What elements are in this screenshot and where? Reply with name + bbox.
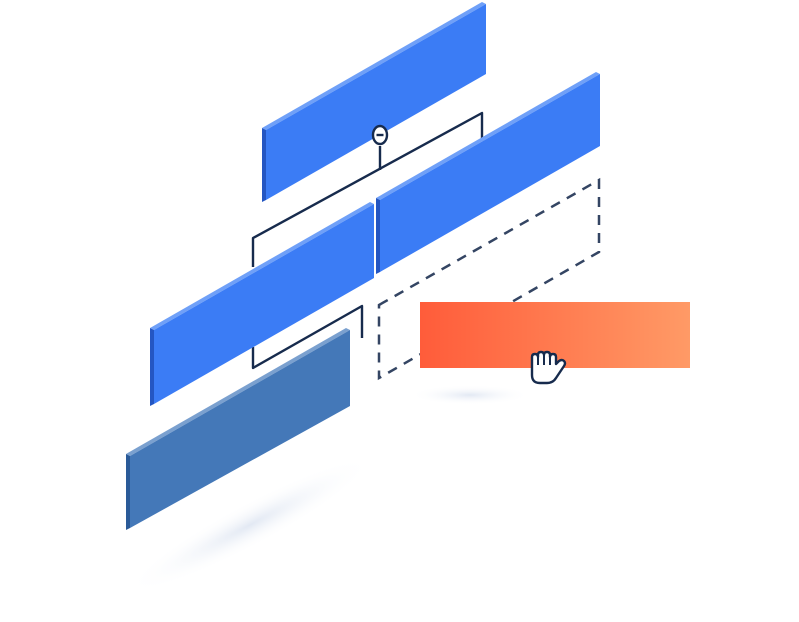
child-block-left	[150, 202, 374, 406]
child-block-right	[376, 72, 600, 274]
root-block	[262, 2, 486, 202]
card-shadow	[410, 385, 530, 405]
grandchild-block	[126, 328, 350, 530]
drop-target-placeholder[interactable]	[377, 177, 601, 381]
connector-lines	[251, 111, 484, 370]
collapse-minus-icon[interactable]	[371, 124, 389, 146]
block-shadow	[125, 456, 375, 594]
grab-hand-icon	[530, 350, 567, 385]
